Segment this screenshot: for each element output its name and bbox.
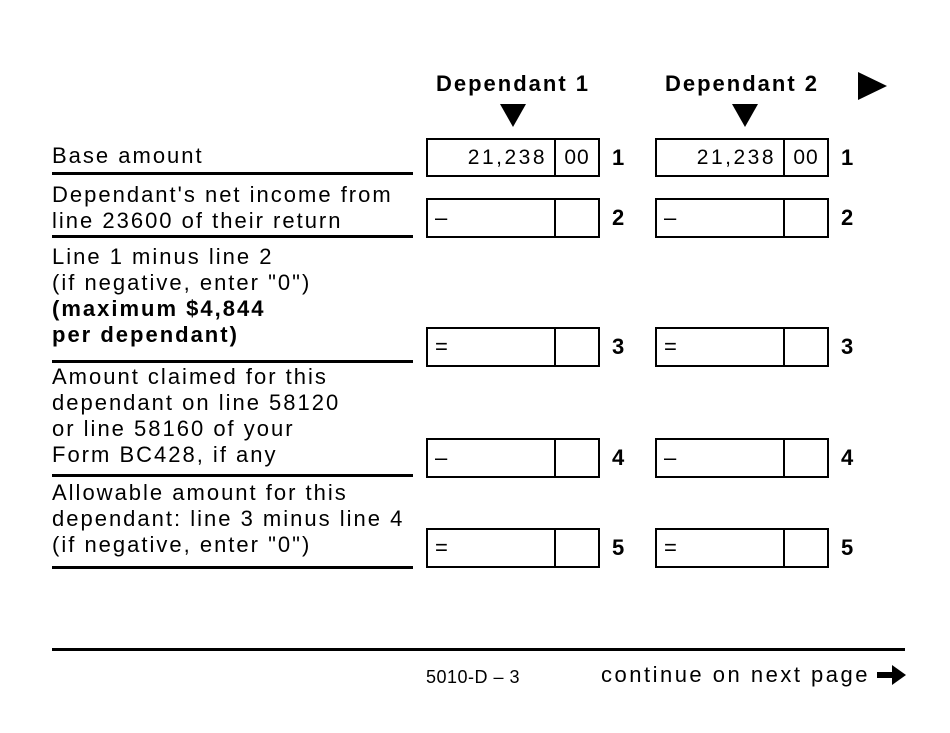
equals-sign: = <box>664 535 677 560</box>
dollar-field[interactable]: = <box>428 329 554 365</box>
label-line: dependant: line 3 minus line 4 <box>52 506 405 531</box>
box-line4-dep1: – <box>426 438 600 478</box>
minus-sign: – <box>664 205 677 230</box>
line-number: 1 <box>841 145 854 170</box>
continue-label: continue on next page <box>600 662 870 687</box>
cents-field[interactable] <box>554 440 598 476</box>
label-line: dependant on line 58120 <box>52 390 341 415</box>
label-line-bold: (maximum $4,844 <box>52 296 266 321</box>
cents-field[interactable] <box>783 329 827 365</box>
label-line: Base amount <box>52 143 204 168</box>
next-section-arrow-icon <box>858 72 887 100</box>
line-number: 3 <box>841 334 854 359</box>
continue-note: continue on next page <box>601 661 906 689</box>
dependant-1-header: Dependant 1 <box>426 71 600 97</box>
label-line: Amount claimed for this <box>52 364 328 389</box>
box-line2-dep2: – <box>655 198 829 238</box>
label-line-bold: per dependant) <box>52 322 239 347</box>
amount-value: 21,238 <box>696 145 776 169</box>
dollar-field[interactable]: = <box>657 329 783 365</box>
down-arrow-icon <box>500 104 526 127</box>
box-line2-dep1: – <box>426 198 600 238</box>
box-line5-dep2: = <box>655 528 829 568</box>
dollar-field[interactable]: – <box>657 200 783 236</box>
cents-field[interactable] <box>783 440 827 476</box>
minus-sign: – <box>664 445 677 470</box>
dollar-field[interactable]: = <box>428 530 554 566</box>
continue-arrow-icon <box>877 665 906 685</box>
divider <box>52 172 413 175</box>
minus-sign: – <box>435 445 448 470</box>
row-4-label: Amount claimed for this dependant on lin… <box>52 364 413 468</box>
row-2-label: Dependant's net income from line 23600 o… <box>52 182 413 234</box>
label-line: (if negative, enter "0") <box>52 532 312 557</box>
equals-sign: = <box>664 334 677 359</box>
equals-sign: = <box>435 535 448 560</box>
dollar-field[interactable]: – <box>428 440 554 476</box>
cents-field[interactable] <box>783 530 827 566</box>
label-line: Allowable amount for this <box>52 480 348 505</box>
box-line1-dep2: 21,238 00 <box>655 138 829 177</box>
label-line: line 23600 of their return <box>52 208 343 233</box>
cents-field: 00 <box>783 140 827 175</box>
label-line: (if negative, enter "0") <box>52 270 312 295</box>
dollar-field[interactable]: – <box>428 200 554 236</box>
divider <box>52 566 413 569</box>
line-number: 2 <box>841 205 854 230</box>
equals-sign: = <box>435 334 448 359</box>
dollar-field[interactable]: – <box>657 440 783 476</box>
label-line: or line 58160 of your <box>52 416 295 441</box>
page-number: 5010-D – 3 <box>426 667 521 687</box>
divider <box>52 474 413 477</box>
label-line: Dependant's net income from <box>52 182 393 207</box>
divider <box>52 235 413 238</box>
dollar-field: 21,238 <box>428 140 554 175</box>
minus-sign: – <box>435 205 448 230</box>
line-number: 4 <box>841 445 854 470</box>
box-line3-dep1: = <box>426 327 600 367</box>
row-1-label: Base amount <box>52 143 413 169</box>
line-number: 5 <box>612 535 625 560</box>
row-3-label: Line 1 minus line 2 (if negative, enter … <box>52 244 413 348</box>
dependant-2-header-label: Dependant 2 <box>664 71 820 96</box>
box-line5-dep1: = <box>426 528 600 568</box>
line-number: 2 <box>612 205 625 230</box>
cents-field: 00 <box>554 140 598 175</box>
label-line: Form BC428, if any <box>52 442 278 467</box>
line-number: 1 <box>612 145 625 170</box>
line-number: 5 <box>841 535 854 560</box>
amount-value: 21,238 <box>467 145 547 169</box>
cents-field[interactable] <box>554 329 598 365</box>
cents-field[interactable] <box>554 530 598 566</box>
footer-divider <box>52 648 905 651</box>
row-5-label: Allowable amount for this dependant: lin… <box>52 480 413 558</box>
cents-field[interactable] <box>783 200 827 236</box>
dependant-1-header-label: Dependant 1 <box>435 71 591 96</box>
cents-field[interactable] <box>554 200 598 236</box>
box-line1-dep1: 21,238 00 <box>426 138 600 177</box>
line-number: 3 <box>612 334 625 359</box>
dollar-field[interactable]: = <box>657 530 783 566</box>
label-line: Line 1 minus line 2 <box>52 244 274 269</box>
box-line3-dep2: = <box>655 327 829 367</box>
box-line4-dep2: – <box>655 438 829 478</box>
divider <box>52 360 413 363</box>
dependant-2-header: Dependant 2 <box>655 71 829 97</box>
down-arrow-icon <box>732 104 758 127</box>
dollar-field: 21,238 <box>657 140 783 175</box>
line-number: 4 <box>612 445 625 470</box>
